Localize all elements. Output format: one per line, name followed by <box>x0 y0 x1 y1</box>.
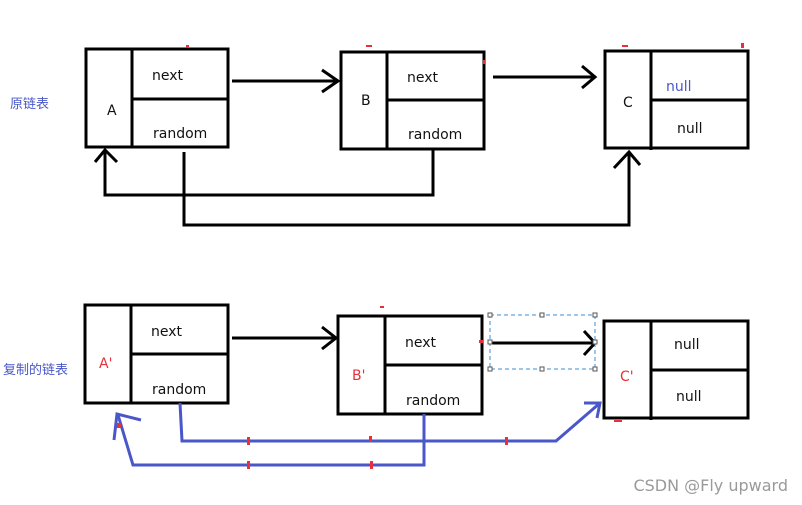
red-marks <box>186 43 744 64</box>
node-b-next: next <box>407 70 439 86</box>
node-a <box>84 47 230 149</box>
node-b-random: random <box>408 127 462 143</box>
node-b-copy-next: next <box>405 335 437 351</box>
random-a-copy-to-c-copy <box>178 401 602 443</box>
arrow-a-to-b <box>232 68 341 94</box>
node-b-copy <box>336 314 484 416</box>
node-a-random: random <box>153 126 207 142</box>
selection-box[interactable] <box>487 312 598 372</box>
node-c-copy-name: C' <box>620 369 634 385</box>
random-b-to-a <box>93 147 435 197</box>
random-a-to-c <box>182 149 642 227</box>
node-b-copy-random: random <box>406 393 460 409</box>
node-c-name: C <box>623 95 633 111</box>
node-a-name: A <box>107 103 117 119</box>
arrow-b-copy-to-c-copy <box>491 329 598 357</box>
selection-handle[interactable] <box>539 366 545 372</box>
selection-handle[interactable] <box>592 366 598 372</box>
original-list-label: 原链表 <box>10 97 49 112</box>
node-c-copy-next: null <box>674 337 700 353</box>
selection-handle[interactable] <box>487 339 493 345</box>
node-a-copy-name: A' <box>99 356 112 372</box>
arrow-b-to-c <box>493 64 598 90</box>
node-c-copy <box>602 319 750 420</box>
node-c-next: null <box>666 79 692 95</box>
selection-handle[interactable] <box>592 312 598 318</box>
red-ticks <box>117 306 622 469</box>
node-b <box>339 50 486 151</box>
node-c <box>603 49 750 150</box>
node-b-copy-name: B' <box>352 368 365 384</box>
selection-handle[interactable] <box>592 339 598 345</box>
selection-handle[interactable] <box>539 312 545 318</box>
node-a-copy <box>83 303 230 405</box>
selection-handle[interactable] <box>487 312 493 318</box>
node-a-next: next <box>152 68 184 84</box>
node-c-random: null <box>677 121 703 137</box>
selection-handle[interactable] <box>487 366 493 372</box>
node-b-name: B <box>361 93 371 109</box>
copied-list-label: 复制的链表 <box>3 362 68 378</box>
node-c-copy-random: null <box>676 389 702 405</box>
arrow-a-copy-to-b-copy <box>232 325 339 351</box>
random-b-copy-to-a-copy <box>112 412 426 467</box>
watermark: CSDN @Fly upward <box>633 476 788 495</box>
node-a-copy-next: next <box>151 324 183 340</box>
node-a-copy-random: random <box>152 382 206 398</box>
